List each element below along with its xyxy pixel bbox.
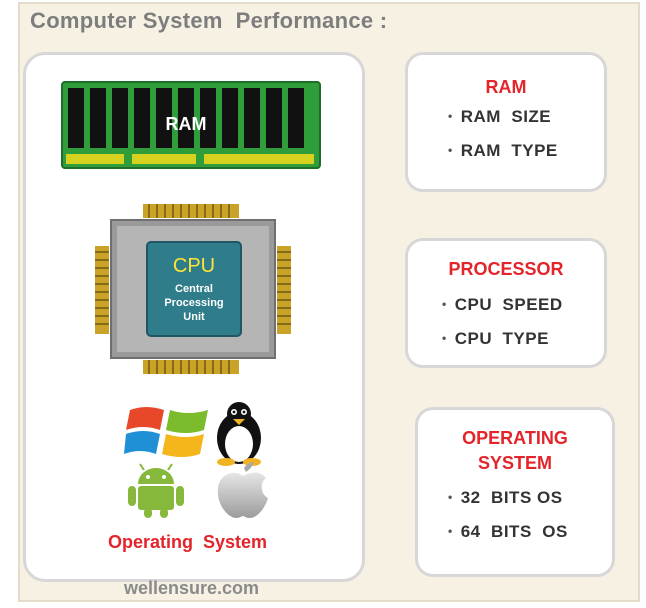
processor-box-title: PROCESSOR [448, 259, 564, 279]
os-caption: Operating System [108, 532, 268, 552]
cpu-speed-item: •CPU SPEED [442, 295, 563, 314]
bullet-icon: • [448, 490, 453, 504]
cpu-subtitle-1: Central [175, 283, 213, 295]
ram-type-item: •RAM TYPE [448, 141, 558, 160]
ram-module-icon: RAM [61, 81, 321, 169]
bullet-icon: • [448, 109, 453, 123]
bullet-icon: • [442, 331, 447, 345]
os-64bit-item: •64 BITS OS [448, 522, 568, 541]
cpu-type-item: •CPU TYPE [442, 329, 549, 348]
bullet-icon: • [442, 297, 447, 311]
os-32bit-item: •32 BITS OS [448, 488, 563, 507]
os-box-title-line2: SYSTEM [477, 453, 552, 473]
os-box-title-line1: OPERATING [462, 428, 568, 448]
apple-logo-icon [217, 462, 268, 518]
linux-penguin-icon [217, 402, 261, 466]
watermark: wellensure.com [124, 578, 260, 598]
bullet-icon: • [448, 143, 453, 157]
ram-label: RAM [166, 114, 207, 134]
processor-box: PROCESSOR •CPU SPEED •CPU TYPE [405, 238, 607, 368]
ram-box-title: RAM [485, 77, 527, 97]
cpu-title: CPU [173, 255, 215, 277]
ram-box: RAM •RAM SIZE •RAM TYPE [405, 52, 607, 192]
bullet-icon: • [448, 524, 453, 538]
cpu-subtitle-3: Unit [183, 311, 205, 323]
page-title: Computer System Performance : [30, 8, 388, 33]
os-box: OPERATING SYSTEM •32 BITS OS •64 BITS OS [415, 407, 615, 577]
cpu-chip-icon: CPU Central Processing Unit [95, 204, 291, 374]
cpu-subtitle-2: Processing [164, 297, 223, 309]
windows-logo-icon [124, 407, 208, 457]
android-logo-icon [128, 463, 184, 518]
ram-size-item: •RAM SIZE [448, 107, 552, 126]
